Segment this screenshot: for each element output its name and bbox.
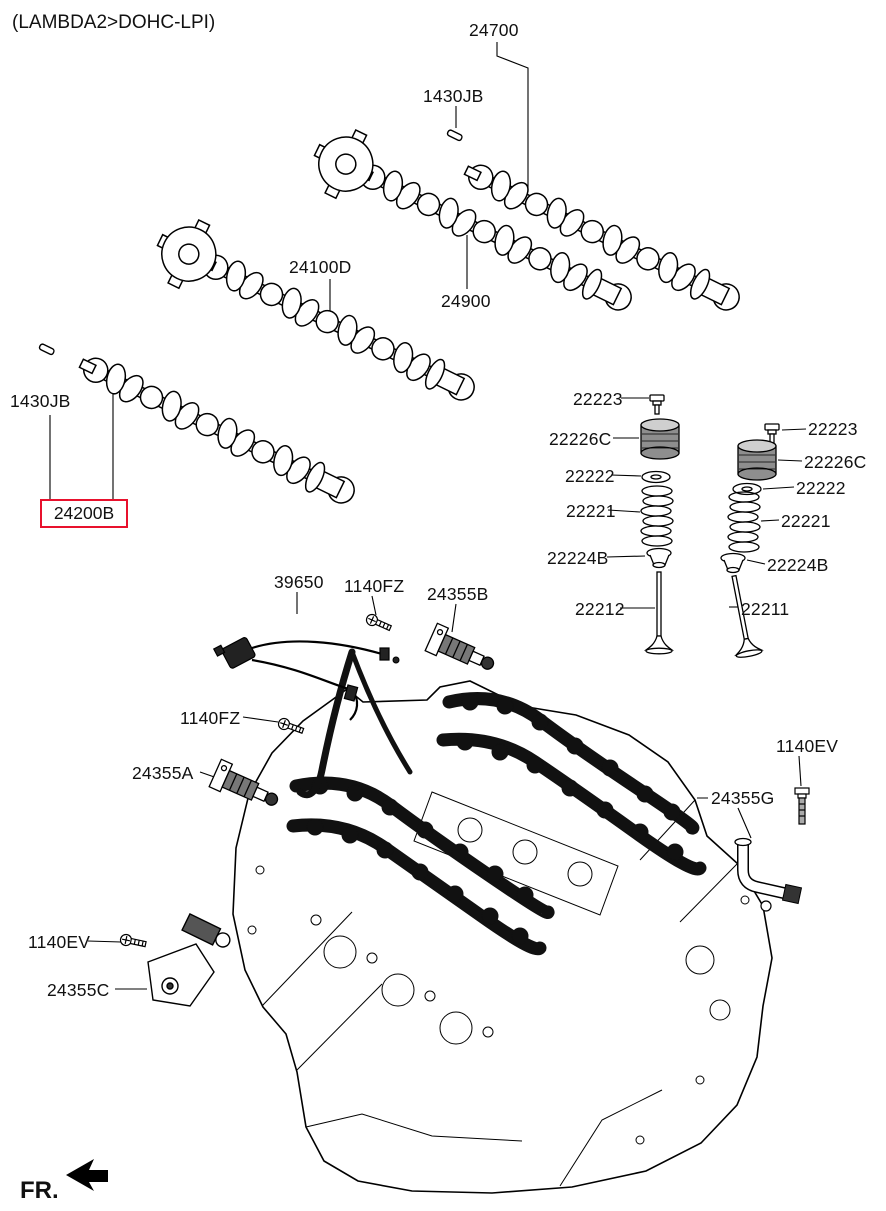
bolt-22223-right-icon	[764, 423, 780, 444]
engine-block-drawing	[232, 648, 773, 1194]
part-label-39650[interactable]: 39650	[274, 572, 324, 592]
part-label-24200b-highlighted[interactable]: 24200B	[40, 499, 128, 528]
camshaft-24100d-drawing	[143, 207, 482, 410]
part-label-1140fz-top[interactable]: 1140FZ	[344, 576, 405, 596]
bolt-1140ev-right-icon	[794, 787, 810, 825]
part-label-24700[interactable]: 24700	[469, 20, 519, 40]
fr-direction-arrow	[66, 1159, 108, 1191]
pipe-24355g-drawing	[734, 837, 803, 912]
part-label-1140fz-mid[interactable]: 1140FZ	[180, 708, 241, 728]
valve-stack-left-drawing	[640, 394, 680, 655]
installed-camshafts-silhouette	[286, 648, 707, 956]
seat-22224b-left-icon	[646, 547, 672, 569]
bolt-1140fz-top-icon	[364, 612, 394, 634]
part-label-22222-right[interactable]: 22222	[796, 478, 846, 498]
part-label-24355a[interactable]: 24355A	[132, 763, 194, 783]
part-label-24355g[interactable]: 24355G	[711, 788, 775, 808]
part-label-22211[interactable]: 22211	[741, 599, 790, 619]
part-label-22223-right[interactable]: 22223	[808, 419, 858, 439]
part-label-22226c-left[interactable]: 22226C	[549, 429, 612, 449]
part-label-24900[interactable]: 24900	[441, 291, 491, 311]
spring-22221-left-icon	[640, 485, 674, 547]
valve-24355c-drawing	[147, 912, 231, 1007]
tappet-22226c-right-icon	[737, 439, 777, 481]
part-label-24200b-text: 24200B	[53, 503, 115, 523]
part-label-22221-left[interactable]: 22221	[566, 501, 616, 521]
bolt-1140ev-left-icon	[118, 932, 148, 951]
fr-label: FR.	[20, 1177, 59, 1204]
seat-22224b-right-icon	[720, 552, 746, 574]
part-label-1140ev-left[interactable]: 1140EV	[28, 932, 91, 952]
valve-stack-right-drawing	[720, 423, 780, 660]
bolt-22223-left-icon	[649, 394, 665, 415]
retainer-22222-left-icon	[641, 470, 671, 484]
part-label-24355b[interactable]: 24355B	[427, 584, 489, 604]
part-label-22224b-left[interactable]: 22224B	[547, 548, 609, 568]
part-label-22222-left[interactable]: 22222	[565, 466, 615, 486]
part-label-22224b-right[interactable]: 22224B	[767, 555, 829, 575]
diagram-title: (LAMBDA2>DOHC-LPI)	[12, 12, 216, 33]
camshaft-24200b-drawing	[72, 346, 362, 513]
spring-22221-right-icon	[727, 491, 761, 553]
ocv-24355b-icon	[424, 622, 501, 680]
part-label-1430jb-left[interactable]: 1430JB	[10, 391, 71, 411]
part-label-22212[interactable]: 22212	[575, 599, 625, 619]
part-label-24100d[interactable]: 24100D	[289, 257, 352, 277]
dowel-pin-left-icon	[37, 342, 56, 356]
part-label-1430jb-top[interactable]: 1430JB	[423, 86, 484, 106]
part-label-22226c-right[interactable]: 22226C	[804, 452, 867, 472]
valve-22212-icon	[645, 571, 673, 655]
tappet-22226c-left-icon	[640, 418, 680, 460]
dowel-pin-top-icon	[445, 128, 464, 142]
part-label-24355c[interactable]: 24355C	[47, 980, 110, 1000]
part-label-1140ev-right[interactable]: 1140EV	[776, 736, 839, 756]
harness-39650-drawing	[212, 637, 400, 721]
part-label-22221-right[interactable]: 22221	[781, 511, 831, 531]
part-label-22223-left[interactable]: 22223	[573, 389, 623, 409]
